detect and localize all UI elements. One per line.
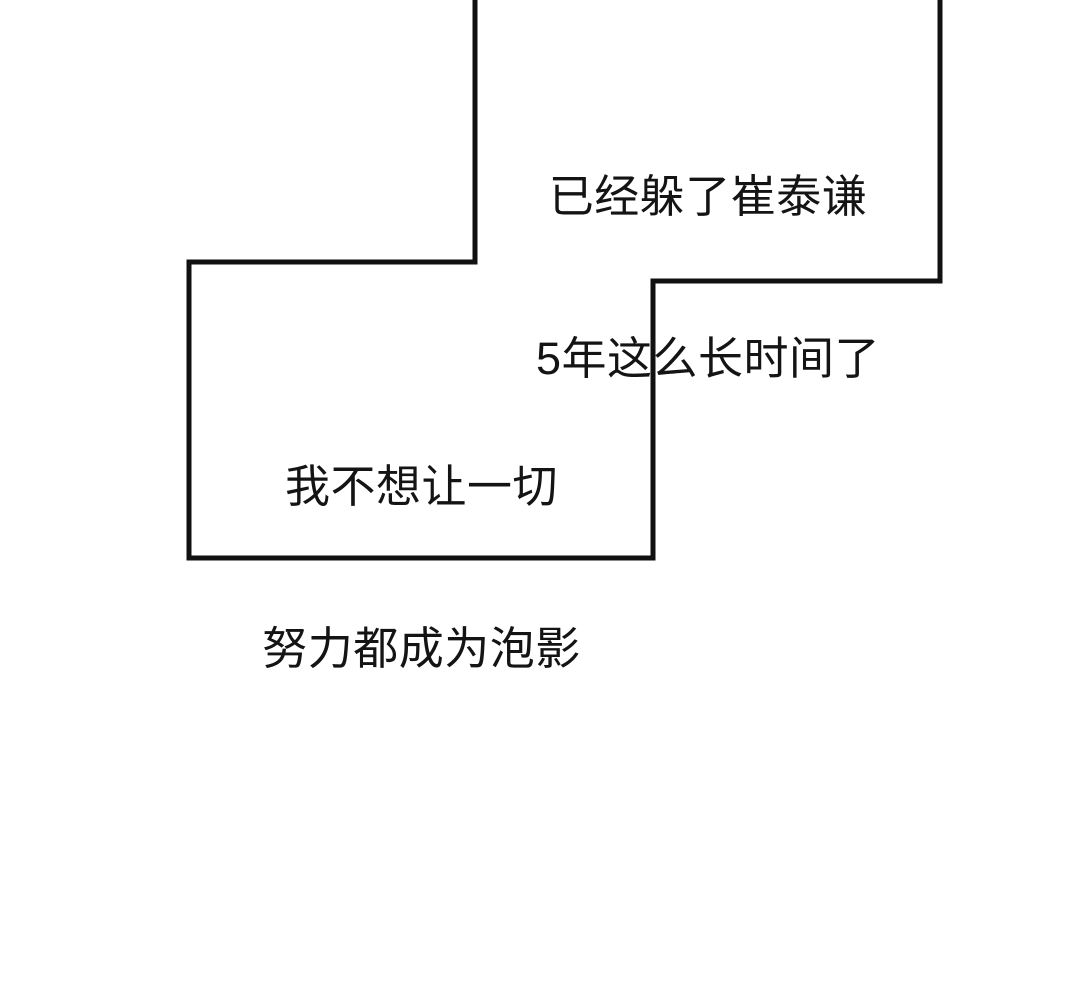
caption-upper-line-2: 5年这么长时间了 [535, 333, 881, 384]
caption-upper-line-1: 已经躲了崔泰谦 [548, 171, 868, 222]
caption-lower-left-panel: 我不想让一切 努力都成为泡影 [190, 352, 653, 784]
caption-lower-line-1: 我不想让一切 [284, 461, 558, 512]
caption-upper-right-panel: 已经躲了崔泰谦 5年这么长时间了 [476, 62, 940, 494]
caption-lower-line-2: 努力都成为泡影 [262, 623, 581, 674]
panel-outline-path [186, 0, 943, 561]
